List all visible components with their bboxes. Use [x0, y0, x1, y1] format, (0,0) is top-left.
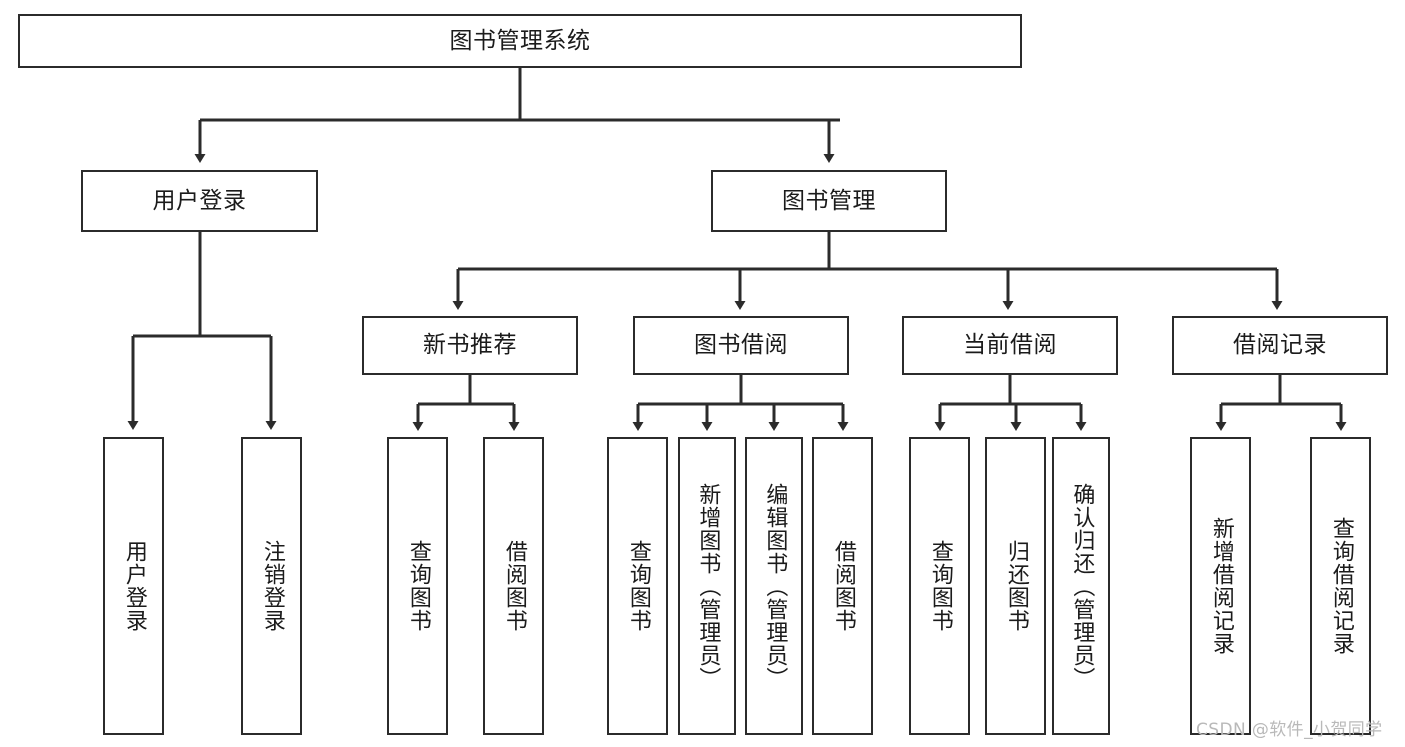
- node-leaf-borrow-edit-book-label: 编辑图书（管理员）: [762, 482, 788, 690]
- csdn-watermark: CSDN @软件_小贺同学: [1196, 720, 1383, 740]
- node-new-book-recommend[interactable]: 新书推荐: [362, 316, 578, 375]
- node-root[interactable]: 图书管理系统: [18, 14, 1022, 68]
- node-book-borrow[interactable]: 图书借阅: [633, 316, 849, 375]
- node-book-management[interactable]: 图书管理: [711, 170, 947, 232]
- node-leaf-borrow-borrow-book[interactable]: 借阅图书: [812, 437, 873, 735]
- node-book-management-label: 图书管理: [782, 187, 876, 214]
- node-leaf-record-add-record[interactable]: 新增借阅记录: [1190, 437, 1251, 735]
- node-leaf-borrow-edit-book[interactable]: 编辑图书（管理员）: [745, 437, 803, 735]
- edge-book-borrow-to-leaves: [632, 375, 849, 431]
- node-leaf-current-return-book-label: 归还图书: [1003, 540, 1029, 632]
- node-leaf-user-login-label: 用户登录: [121, 540, 147, 632]
- node-leaf-current-confirm-return-label: 确认归还（管理员）: [1069, 482, 1095, 690]
- node-leaf-borrow-add-book[interactable]: 新增图书（管理员）: [678, 437, 736, 735]
- node-leaf-recommend-query-book[interactable]: 查询图书: [387, 437, 448, 735]
- node-root-label: 图书管理系统: [449, 27, 591, 54]
- node-current-borrow-label: 当前借阅: [963, 332, 1057, 359]
- edge-root-to-level1: [194, 68, 840, 163]
- node-leaf-current-query-book-label: 查询图书: [927, 540, 953, 632]
- node-leaf-borrow-borrow-book-label: 借阅图书: [830, 540, 856, 632]
- node-leaf-record-add-record-label: 新增借阅记录: [1208, 517, 1234, 655]
- node-leaf-borrow-add-book-label: 新增图书（管理员）: [695, 482, 721, 690]
- edge-current-borrow-to-leaves: [934, 375, 1087, 431]
- node-leaf-borrow-query-book[interactable]: 查询图书: [607, 437, 668, 735]
- node-leaf-recommend-borrow-book-label: 借阅图书: [501, 540, 527, 632]
- node-leaf-recommend-query-book-label: 查询图书: [405, 540, 431, 632]
- node-leaf-record-query-record[interactable]: 查询借阅记录: [1310, 437, 1371, 735]
- node-leaf-current-confirm-return[interactable]: 确认归还（管理员）: [1052, 437, 1110, 735]
- edge-book-management-to-level2: [452, 232, 1283, 310]
- node-leaf-logout-login-label: 注销登录: [259, 540, 285, 632]
- node-leaf-borrow-query-book-label: 查询图书: [625, 540, 651, 632]
- node-user-login-label: 用户登录: [152, 187, 247, 214]
- edge-new-book-recommend-to-leaves: [412, 375, 520, 431]
- node-leaf-record-query-record-label: 查询借阅记录: [1328, 517, 1354, 655]
- node-user-login[interactable]: 用户登录: [81, 170, 318, 232]
- edge-borrow-record-to-leaves: [1215, 375, 1347, 431]
- node-current-borrow[interactable]: 当前借阅: [902, 316, 1118, 375]
- node-leaf-user-login[interactable]: 用户登录: [103, 437, 164, 735]
- node-borrow-record[interactable]: 借阅记录: [1172, 316, 1388, 375]
- node-leaf-current-query-book[interactable]: 查询图书: [909, 437, 970, 735]
- node-book-borrow-label: 图书借阅: [694, 332, 788, 359]
- edge-user-login-to-leaves: [127, 232, 277, 430]
- node-leaf-recommend-borrow-book[interactable]: 借阅图书: [483, 437, 544, 735]
- node-new-book-recommend-label: 新书推荐: [423, 332, 517, 359]
- node-borrow-record-label: 借阅记录: [1233, 332, 1327, 359]
- node-leaf-logout-login[interactable]: 注销登录: [241, 437, 302, 735]
- node-leaf-current-return-book[interactable]: 归还图书: [985, 437, 1046, 735]
